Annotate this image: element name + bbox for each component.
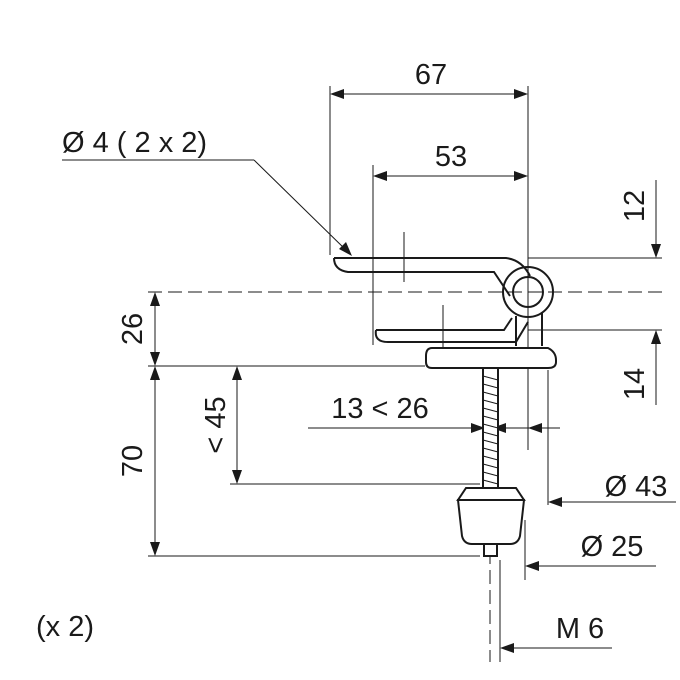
- dim-70-label: 70: [117, 445, 149, 477]
- dim-45-label: < 45: [200, 396, 232, 453]
- extension-lines: [148, 86, 662, 662]
- dim-knob-label: Ø 25: [581, 531, 644, 563]
- dim-67-label: 67: [415, 59, 447, 91]
- dimension-labels: 67 53 Ø 4 ( 2 x 2) 12 26 14 70 < 45 13 <…: [36, 59, 667, 645]
- dim-53-label: 53: [435, 141, 467, 173]
- dim-hole-label: Ø 4 ( 2 x 2): [62, 127, 207, 159]
- dim-thread-label: M 6: [556, 613, 604, 645]
- hinge-part: [333, 257, 557, 557]
- dim-12-label: 12: [619, 190, 651, 222]
- dim-14-label: 14: [619, 368, 651, 400]
- dim-spacing-label: 13 < 26: [331, 393, 429, 425]
- dim-washer-label: Ø 43: [605, 471, 668, 503]
- quantity-label: (x 2): [36, 611, 94, 643]
- dim-26-label: 26: [117, 313, 149, 345]
- dimension-lines: [62, 89, 676, 653]
